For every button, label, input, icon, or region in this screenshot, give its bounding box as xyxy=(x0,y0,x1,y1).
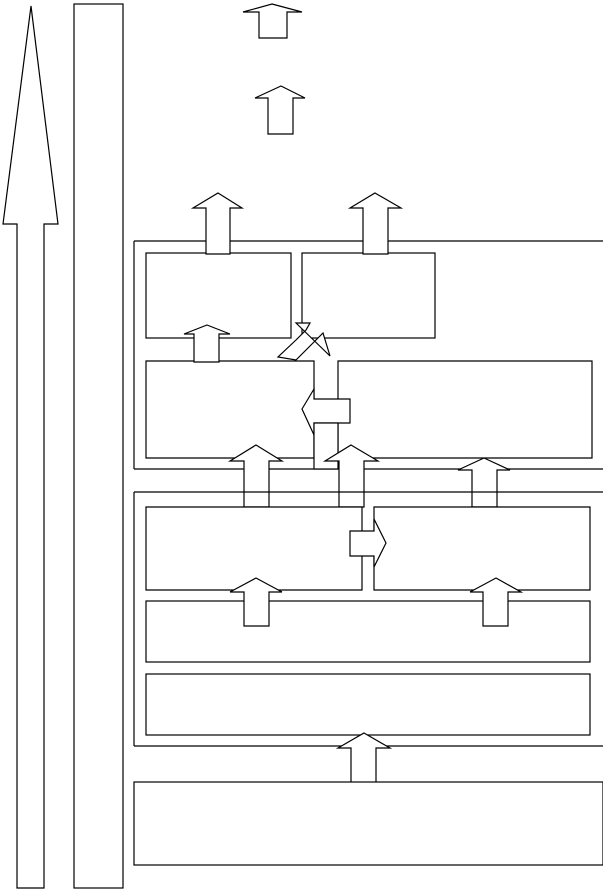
lower-inner-arrow-right xyxy=(469,577,524,627)
vertical-bar xyxy=(73,3,124,889)
lower-inner-arrow-left xyxy=(229,577,283,627)
upper-out-arrow-left xyxy=(190,192,245,255)
mid-arrow-3 xyxy=(457,457,511,508)
upper-out-arrow-right xyxy=(347,192,404,255)
upper-block-middle-right xyxy=(337,360,593,459)
lower-right-arrow xyxy=(349,518,387,568)
upper-inner-arrow-up xyxy=(183,324,231,363)
top-arrow-2 xyxy=(254,85,306,135)
top-arrow-1 xyxy=(242,3,303,39)
upper-block-top-middle xyxy=(301,252,436,339)
lower-block-middle xyxy=(145,600,591,663)
lower-group-container xyxy=(133,491,603,747)
upper-vertical-connector xyxy=(313,422,339,470)
base-block xyxy=(133,781,603,866)
upper-block-top-left xyxy=(145,252,292,339)
lower-block-top-right xyxy=(373,506,591,591)
lower-block-top-left xyxy=(145,506,363,591)
upper-block-middle-left xyxy=(145,360,315,459)
upper-diagonal-arrow xyxy=(276,322,331,361)
left-vertical-arrow xyxy=(2,5,59,889)
lower-block-bottom xyxy=(145,673,591,736)
